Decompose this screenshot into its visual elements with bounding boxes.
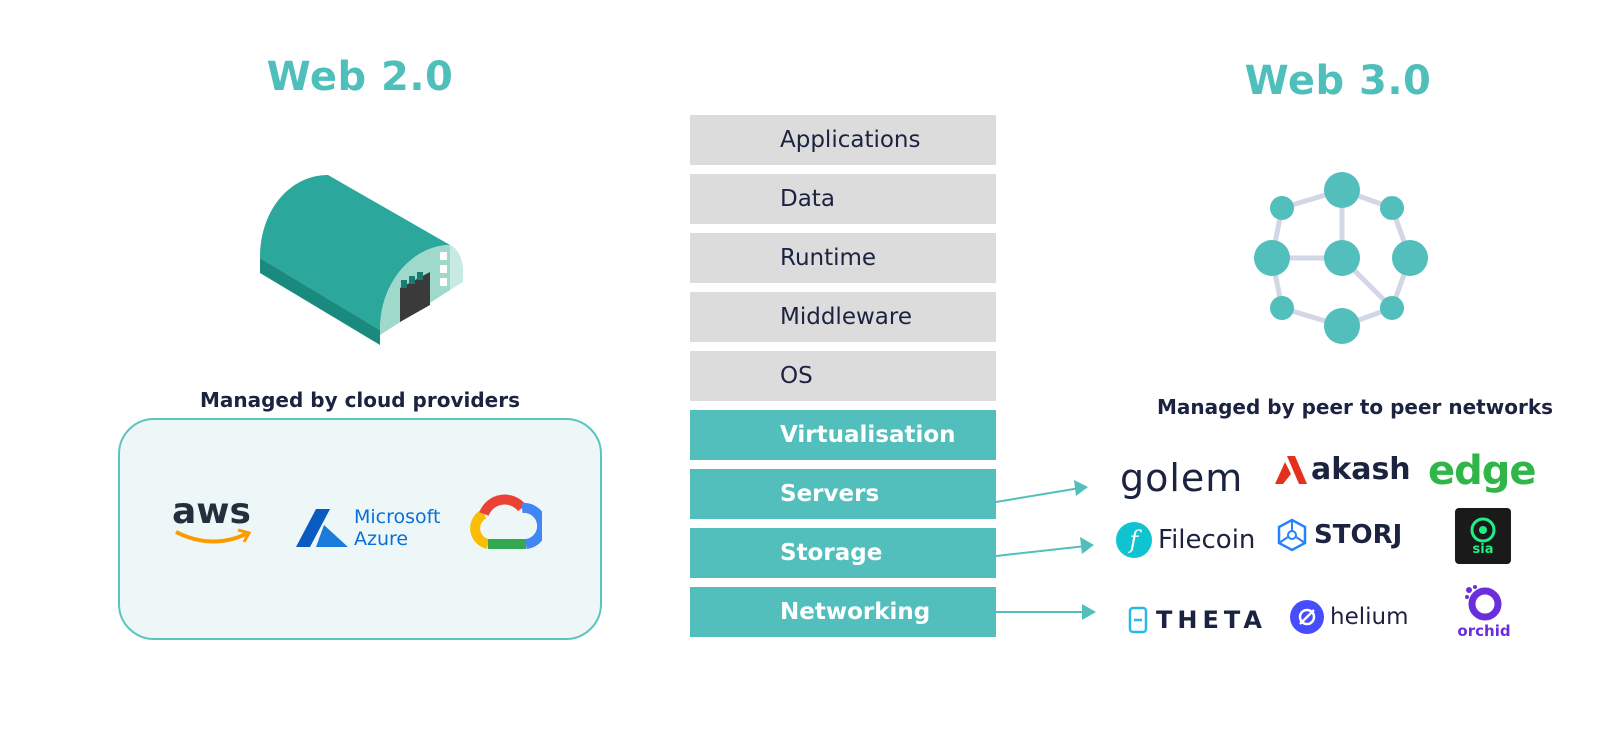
- azure-name-line2: Azure: [354, 528, 409, 550]
- filecoin-icon: f: [1116, 522, 1152, 558]
- akash-icon: [1275, 455, 1307, 484]
- golem-logo: golem: [1120, 456, 1243, 500]
- google-cloud-icon: [470, 494, 542, 549]
- web3-caption: Managed by peer to peer networks: [1156, 395, 1554, 419]
- theta-logo: THETA: [1128, 606, 1267, 634]
- layer-servers: Servers: [690, 469, 996, 519]
- storj-icon: [1277, 518, 1307, 552]
- layer-middleware: Middleware: [690, 292, 996, 342]
- aws-smile-icon: [175, 528, 252, 544]
- golem-wordmark: golem: [1120, 456, 1244, 500]
- sia-logo: sia: [1455, 508, 1511, 564]
- layer-data: Data: [690, 174, 996, 224]
- storage-arrow: [996, 545, 1087, 557]
- web2-title: Web 2.0: [266, 54, 454, 100]
- servers-arrow: [996, 487, 1081, 503]
- data-center-warehouse-icon: [260, 175, 463, 345]
- akash-logo: akash: [1275, 452, 1411, 487]
- theta-wordmark: THETA: [1156, 606, 1267, 634]
- edge-logo: edge: [1428, 448, 1537, 494]
- helium-wordmark: helium: [1330, 604, 1409, 630]
- orchid-icon: [1465, 585, 1502, 621]
- layer-networking: Networking: [690, 587, 996, 637]
- edge-wordmark: edge: [1428, 448, 1537, 494]
- azure-name-line1: Microsoft: [354, 506, 441, 528]
- web3-title: Web 3.0: [1244, 58, 1432, 104]
- orchid-wordmark: orchid: [1457, 622, 1511, 640]
- peer-network-icon: [1254, 172, 1428, 344]
- aws-wordmark: aws: [172, 491, 251, 532]
- layer-virtualisation: Virtualisation: [690, 410, 996, 460]
- layer-storage: Storage: [690, 528, 996, 578]
- layer-os: OS: [690, 351, 996, 401]
- cloud-providers-box: [118, 418, 602, 640]
- theta-icon: [1128, 606, 1148, 634]
- storj-logo: STORJ: [1276, 518, 1402, 552]
- layer-applications: Applications: [690, 115, 996, 165]
- helium-logo: helium: [1290, 600, 1409, 634]
- azure-icon: [296, 509, 348, 547]
- sia-wordmark: sia: [1472, 541, 1494, 557]
- akash-wordmark: akash: [1311, 452, 1411, 487]
- layer-runtime: Runtime: [690, 233, 996, 283]
- orchid-logo: orchid: [1452, 584, 1516, 640]
- helium-icon: [1290, 600, 1324, 634]
- sia-icon: [1470, 517, 1496, 542]
- aws-logo: aws: [172, 494, 262, 554]
- storj-wordmark: STORJ: [1314, 520, 1403, 550]
- web2-caption: Managed by cloud providers: [199, 388, 521, 412]
- layer-arrows: [996, 480, 1096, 620]
- azure-logo: Microsoft Azure: [294, 506, 440, 550]
- filecoin-logo: f Filecoin: [1116, 522, 1255, 558]
- filecoin-wordmark: Filecoin: [1158, 525, 1256, 555]
